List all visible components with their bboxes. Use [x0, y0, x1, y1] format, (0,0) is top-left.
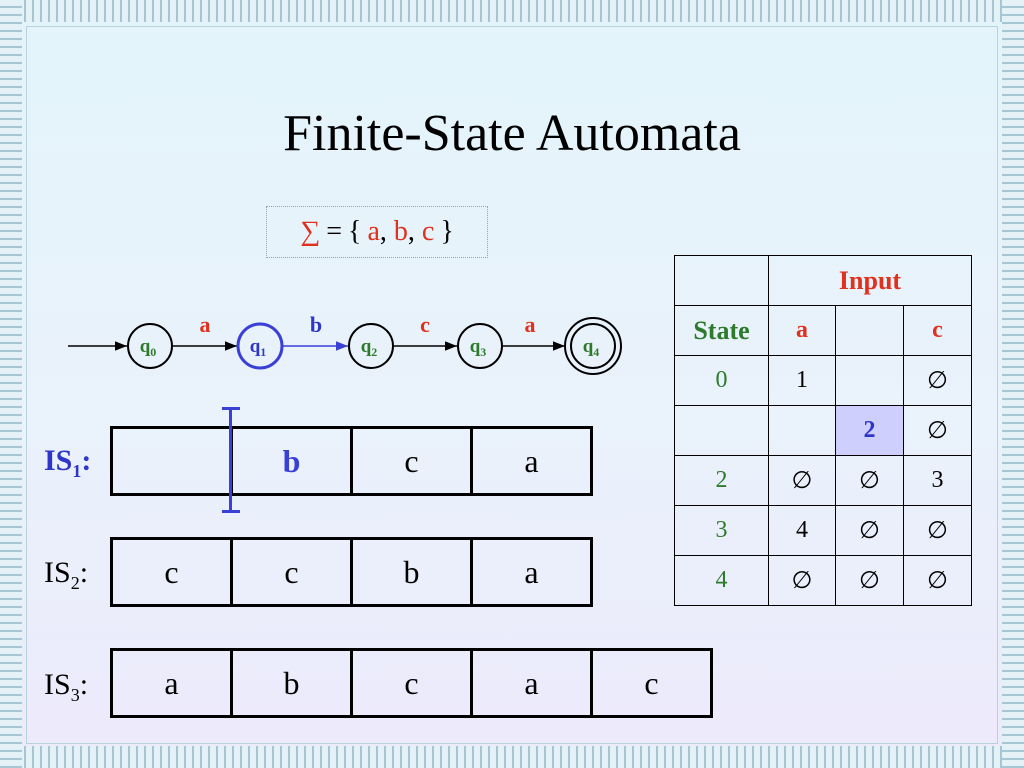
table-cell: 3: [903, 455, 972, 506]
input-header: Input: [768, 255, 972, 306]
tape-cell-current: b: [230, 426, 353, 496]
table-cell: ∅: [903, 555, 972, 606]
frame-border-left: [0, 0, 22, 768]
table-row: 0 1 ∅: [674, 355, 972, 406]
state-node-q2: [348, 323, 394, 369]
transition-label-c: c: [420, 312, 430, 337]
input-tape-3: a b c a c: [110, 648, 713, 718]
frame-border-right: [1002, 0, 1024, 768]
input-tape-2: c c b a: [110, 537, 593, 607]
alphabet-box: ∑ = { a, b, c }: [266, 206, 488, 258]
frame-border-top: [0, 0, 1024, 22]
state-label-q3: q3: [470, 336, 487, 359]
alphabet-symbol: b: [393, 216, 408, 247]
state-node-q4: [570, 323, 616, 369]
tape-cell: [110, 426, 233, 496]
table-cell: 1: [768, 355, 836, 406]
tape-cell: a: [470, 648, 593, 718]
state-label-q0: q0: [140, 336, 157, 359]
alphabet-equals: =: [326, 216, 342, 247]
table-cell: ∅: [768, 455, 836, 506]
input-string-3-label: IS3:: [44, 668, 89, 705]
transition-label-b: b: [310, 312, 322, 337]
alphabet-open-brace: {: [347, 216, 362, 247]
alphabet-symbol: c: [421, 216, 435, 247]
state-label-q2: q2: [361, 336, 378, 359]
table-cell: ∅: [835, 505, 904, 556]
tape-cell: c: [350, 648, 473, 718]
tape-cell: c: [230, 537, 353, 607]
tape-cell: c: [350, 426, 473, 496]
state-header: State: [674, 305, 769, 356]
input-tape-1: b c a: [110, 426, 593, 496]
state-label-q1: q1: [250, 336, 267, 359]
tape-cell: a: [470, 426, 593, 496]
state-node-q0: [127, 323, 173, 369]
column-header-c: c: [903, 305, 972, 356]
column-header-a: a: [768, 305, 836, 356]
alphabet-close-brace: }: [440, 216, 454, 247]
sigma-symbol: ∑: [300, 216, 321, 247]
row-state-cell: 0: [674, 355, 769, 406]
table-cell: ∅: [903, 505, 972, 556]
alphabet-symbol-list: a, b, c: [367, 216, 435, 247]
tape-cell: a: [470, 537, 593, 607]
state-label-q4: q4: [583, 336, 600, 359]
tape-cell: c: [590, 648, 713, 718]
frame-inner-line: [26, 26, 998, 744]
state-node-q3: [457, 323, 503, 369]
table-cell: 4: [768, 505, 836, 556]
table-row: 2 ∅ ∅ 3: [674, 455, 972, 506]
table-cell: ∅: [903, 405, 972, 456]
transition-label-a: a: [525, 312, 536, 337]
frame-border-bottom: [0, 746, 1024, 768]
table-subheader-row: State a c: [674, 305, 972, 356]
table-cell-highlighted: 2: [835, 405, 904, 456]
alphabet-symbol: a: [367, 216, 380, 247]
row-state-cell: 4: [674, 555, 769, 606]
tape-cell: b: [230, 648, 353, 718]
state-node-q1: [236, 322, 284, 370]
table-header-row: Input: [674, 255, 972, 306]
column-header-b: [835, 305, 904, 356]
tape-cell: c: [110, 537, 233, 607]
transition-table: Input State a c 0 1 ∅ 2 ∅ 2 ∅ ∅ 3 3 4 ∅ …: [674, 255, 972, 606]
table-cell: ∅: [835, 455, 904, 506]
table-cell: ∅: [903, 355, 972, 406]
row-state-cell: 2: [674, 455, 769, 506]
table-cell: ∅: [835, 555, 904, 606]
transition-label-a: a: [200, 312, 211, 337]
table-corner-cell: [674, 255, 769, 306]
row-state-cell: 3: [674, 505, 769, 556]
tape-cell: a: [110, 648, 233, 718]
row-state-cell: [674, 405, 769, 456]
tape-cell: b: [350, 537, 473, 607]
input-string-2-label: IS2:: [44, 556, 89, 593]
accept-state-outer-ring: [564, 317, 622, 375]
table-row: 4 ∅ ∅ ∅: [674, 555, 972, 606]
table-row: 3 4 ∅ ∅: [674, 505, 972, 556]
input-string-1-label: IS1:: [44, 444, 92, 481]
read-head-cursor: [222, 407, 240, 513]
table-row: 2 ∅: [674, 405, 972, 456]
table-cell: [835, 355, 904, 406]
table-cell: [768, 405, 836, 456]
slide-title: Finite-State Automata: [283, 105, 741, 162]
table-cell: ∅: [768, 555, 836, 606]
